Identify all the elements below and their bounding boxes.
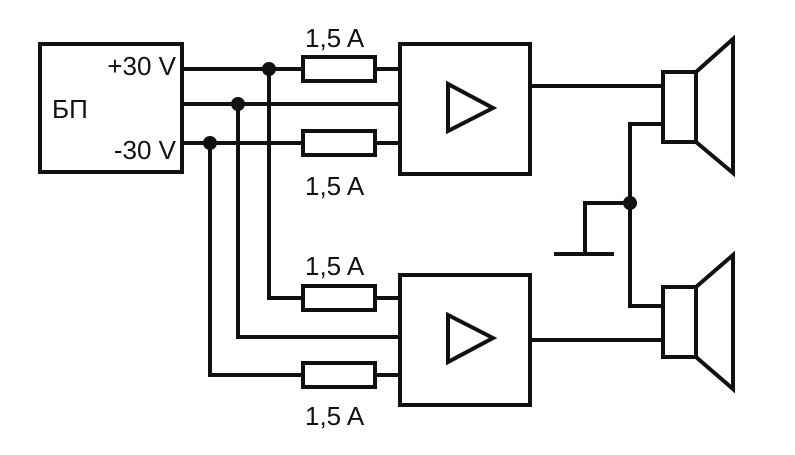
- amplifier-2: [398, 273, 532, 407]
- speaker-1-icon: [661, 34, 735, 178]
- amplifier-1-box: [398, 42, 532, 176]
- wire-ground-symbol-lead: [583, 201, 632, 254]
- speaker-2-cone: [694, 250, 735, 394]
- wire-plus-branch: [267, 67, 305, 300]
- amplifier-2-triangle-icon: [446, 311, 498, 366]
- fuse-top-plus: [301, 55, 377, 83]
- amplifier-1-triangle-icon: [446, 80, 498, 135]
- fuses: 1,5 A 1,5 A 1,5 A 1,5 A: [301, 23, 377, 431]
- fuse-bottom-plus-label: 1,5 A: [305, 251, 365, 281]
- fuse-bottom-minus-label: 1,5 A: [305, 401, 365, 431]
- power-supply-name: БП: [52, 94, 88, 124]
- speaker-1-cone: [694, 34, 735, 178]
- wire-ground-branch: [236, 102, 402, 339]
- wire-speaker1-return: [628, 122, 665, 205]
- power-supply: БП +30 V -30 V: [38, 42, 184, 174]
- junction-speaker-ground: [623, 196, 637, 210]
- wiring: [180, 67, 665, 377]
- junction-plus: [262, 62, 276, 76]
- amplifier-1: [398, 42, 532, 176]
- wire-speaker2-return: [628, 201, 665, 308]
- junction-ground: [231, 97, 245, 111]
- fuse-top-minus: [301, 129, 377, 157]
- amplifier-2-box: [398, 273, 532, 407]
- junction-minus: [203, 136, 217, 150]
- speaker-1-magnet: [661, 70, 698, 144]
- power-supply-box: [38, 42, 184, 174]
- fuse-bottom-plus: [301, 284, 377, 312]
- fuse-top-minus-label: 1,5 A: [305, 171, 365, 201]
- fuse-bottom-minus: [301, 361, 377, 389]
- positive-voltage-label: +30 V: [107, 51, 176, 81]
- junctions: [203, 62, 637, 210]
- negative-voltage-label: -30 V: [114, 135, 177, 165]
- wire-minus-branch: [208, 141, 305, 377]
- speaker-2-magnet: [661, 285, 698, 359]
- speaker-2-icon: [661, 250, 735, 394]
- fuse-top-plus-label: 1,5 A: [305, 23, 365, 53]
